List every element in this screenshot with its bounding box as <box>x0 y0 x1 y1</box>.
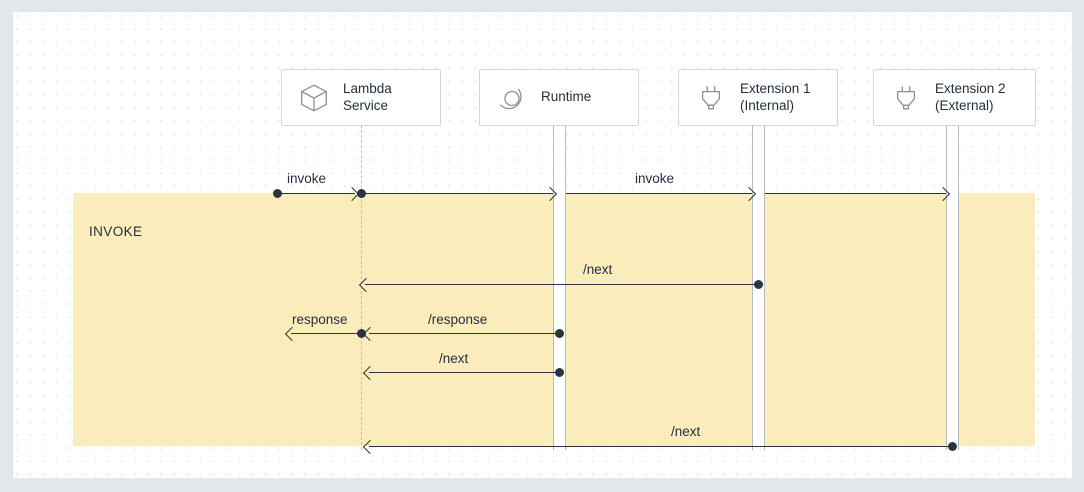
message-line-invoke-extension-1 <box>566 193 752 194</box>
participant-label: Runtime <box>541 89 592 105</box>
participant-label: Extension 2 (External) <box>935 81 1006 113</box>
message-origin-dot-extension-2 <box>948 441 957 451</box>
message-line-invoke-runtime <box>361 193 553 194</box>
plug-icon <box>692 79 730 117</box>
participant-runtime[interactable]: Runtime <box>479 69 639 126</box>
participant-label: Extension 1 (Internal) <box>740 81 811 113</box>
message-origin-dot-runtime-response <box>555 328 564 338</box>
message-line-next-extension-1 <box>365 284 758 285</box>
message-label-next-extension-1: /next <box>583 262 613 277</box>
message-origin-dot-client <box>273 188 282 198</box>
message-origin-dot-runtime-next <box>555 367 564 377</box>
message-line-invoke-client <box>277 193 355 194</box>
participant-label: Lambda Service <box>343 81 392 113</box>
activation-extension-2 <box>946 125 959 450</box>
message-label-invoke-extensions: invoke <box>635 171 675 186</box>
message-label-next-runtime: /next <box>439 351 469 366</box>
diagram-canvas: INVOKE Lambda Service Runtime <box>13 12 1072 478</box>
message-label-invoke-client: invoke <box>287 171 327 186</box>
participant-extension-1[interactable]: Extension 1 (Internal) <box>678 69 838 126</box>
plug-icon <box>887 79 925 117</box>
message-line-response-client <box>291 333 359 334</box>
message-line-invoke-extension-2 <box>765 193 946 194</box>
message-origin-dot-lambda-response <box>357 328 366 338</box>
phase-label-invoke: INVOKE <box>89 224 143 239</box>
message-line-next-runtime <box>369 372 559 373</box>
message-label-next-extension-2: /next <box>671 424 701 439</box>
participant-extension-2[interactable]: Extension 2 (External) <box>873 69 1036 126</box>
message-origin-dot-extension-1 <box>754 279 763 289</box>
activation-runtime <box>553 125 566 450</box>
message-label-response-client: response <box>292 312 348 327</box>
cube-icon <box>295 79 333 117</box>
participant-lambda-service[interactable]: Lambda Service <box>281 69 441 126</box>
message-line-next-extension-2 <box>369 446 952 447</box>
message-label-response-runtime: /response <box>428 312 488 327</box>
loop-circle-icon <box>493 79 531 117</box>
lifeline-lambda-service <box>361 125 362 450</box>
message-line-response-runtime <box>369 333 559 334</box>
